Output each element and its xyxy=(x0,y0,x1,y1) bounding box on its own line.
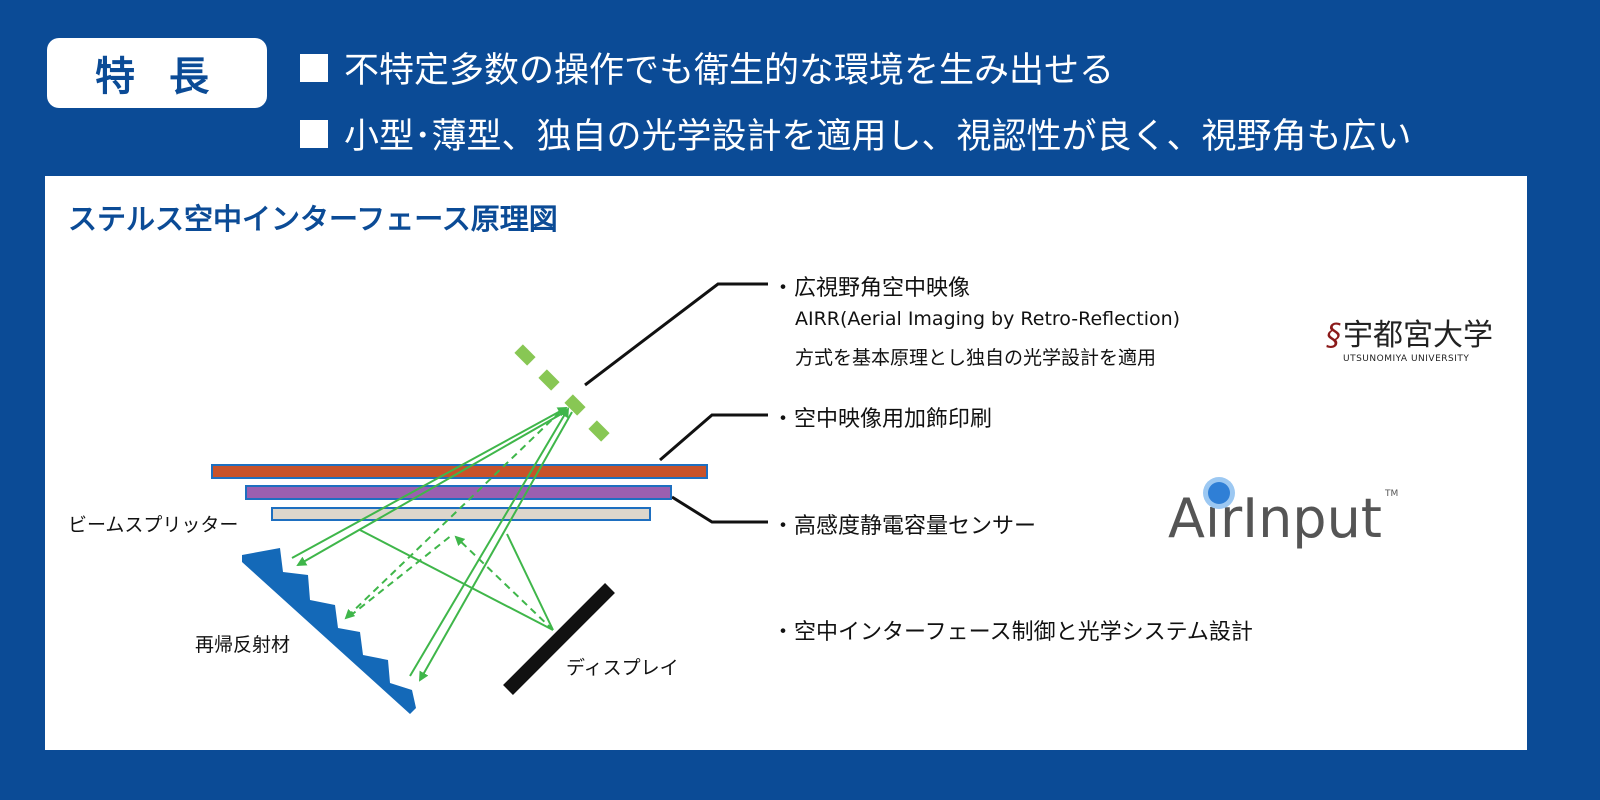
light-ray xyxy=(454,535,554,631)
light-ray xyxy=(506,533,554,631)
leader-line xyxy=(671,495,768,524)
university-emblem-icon: § xyxy=(1326,318,1341,353)
light-ray xyxy=(344,411,561,620)
desc-sensor: ・高感度静電容量センサー xyxy=(772,514,1037,539)
feature-text: 小型･薄型、独自の光学設計を適用し、視認性が良く、視野角も広い xyxy=(344,117,1412,157)
display-shape xyxy=(503,583,615,695)
trademark: TM xyxy=(1384,489,1399,499)
desc-aerial-image: ・広視野角空中映像 xyxy=(772,276,971,301)
retroreflector-label: 再帰反射材 xyxy=(195,634,291,656)
aerial-image-icon xyxy=(514,344,610,442)
light-ray xyxy=(409,407,570,677)
beam-splitter-label: ビームスプリッター xyxy=(68,514,239,536)
touch-point-icon xyxy=(1208,482,1230,504)
airinput-wordmark: AirInput xyxy=(1168,487,1382,550)
features-badge: 特 長 xyxy=(47,38,267,108)
airinput-logo: AirInput TM xyxy=(1168,482,1399,550)
sensor-layer xyxy=(245,485,672,500)
feature-line-2: 小型･薄型、独自の光学設計を適用し、視認性が良く、視野角も広い xyxy=(300,108,1412,159)
leader-line xyxy=(584,282,768,387)
beam-splitter-layer xyxy=(271,507,651,521)
utsunomiya-university-logo: § 宇都宮大学 UTSUNOMIYA UNIVERSITY xyxy=(1326,318,1493,364)
feature-text: 不特定多数の操作でも衛生的な環境を生み出せる xyxy=(344,51,1115,91)
desc-airr-line: AIRR(Aerial Imaging by Retro-Reflection) xyxy=(795,308,1181,330)
desc-method-line: 方式を基本原理とし独自の光学設計を適用 xyxy=(795,347,1157,369)
university-name: 宇都宮大学 xyxy=(1343,318,1493,353)
light-ray xyxy=(359,529,554,631)
diagram-panel xyxy=(45,176,1527,750)
display-label: ディスプレイ xyxy=(566,657,679,679)
light-ray xyxy=(291,407,568,559)
retroreflector-shape xyxy=(242,548,416,714)
light-ray xyxy=(419,411,573,682)
bullet-square-icon xyxy=(300,119,328,148)
desc-decor-print: ・空中映像用加飾印刷 xyxy=(772,407,993,432)
bullet-square-icon xyxy=(300,53,328,82)
university-name-en: UTSUNOMIYA UNIVERSITY xyxy=(1343,354,1470,364)
desc-control: ・空中インターフェース制御と光学システム設計 xyxy=(772,620,1253,645)
leader-line xyxy=(659,413,768,462)
panel-title: ステルス空中インターフェース原理図 xyxy=(68,202,558,236)
feature-line-1: 不特定多数の操作でも衛生的な環境を生み出せる xyxy=(300,42,1114,93)
light-ray xyxy=(296,412,564,566)
light-ray xyxy=(349,534,453,617)
